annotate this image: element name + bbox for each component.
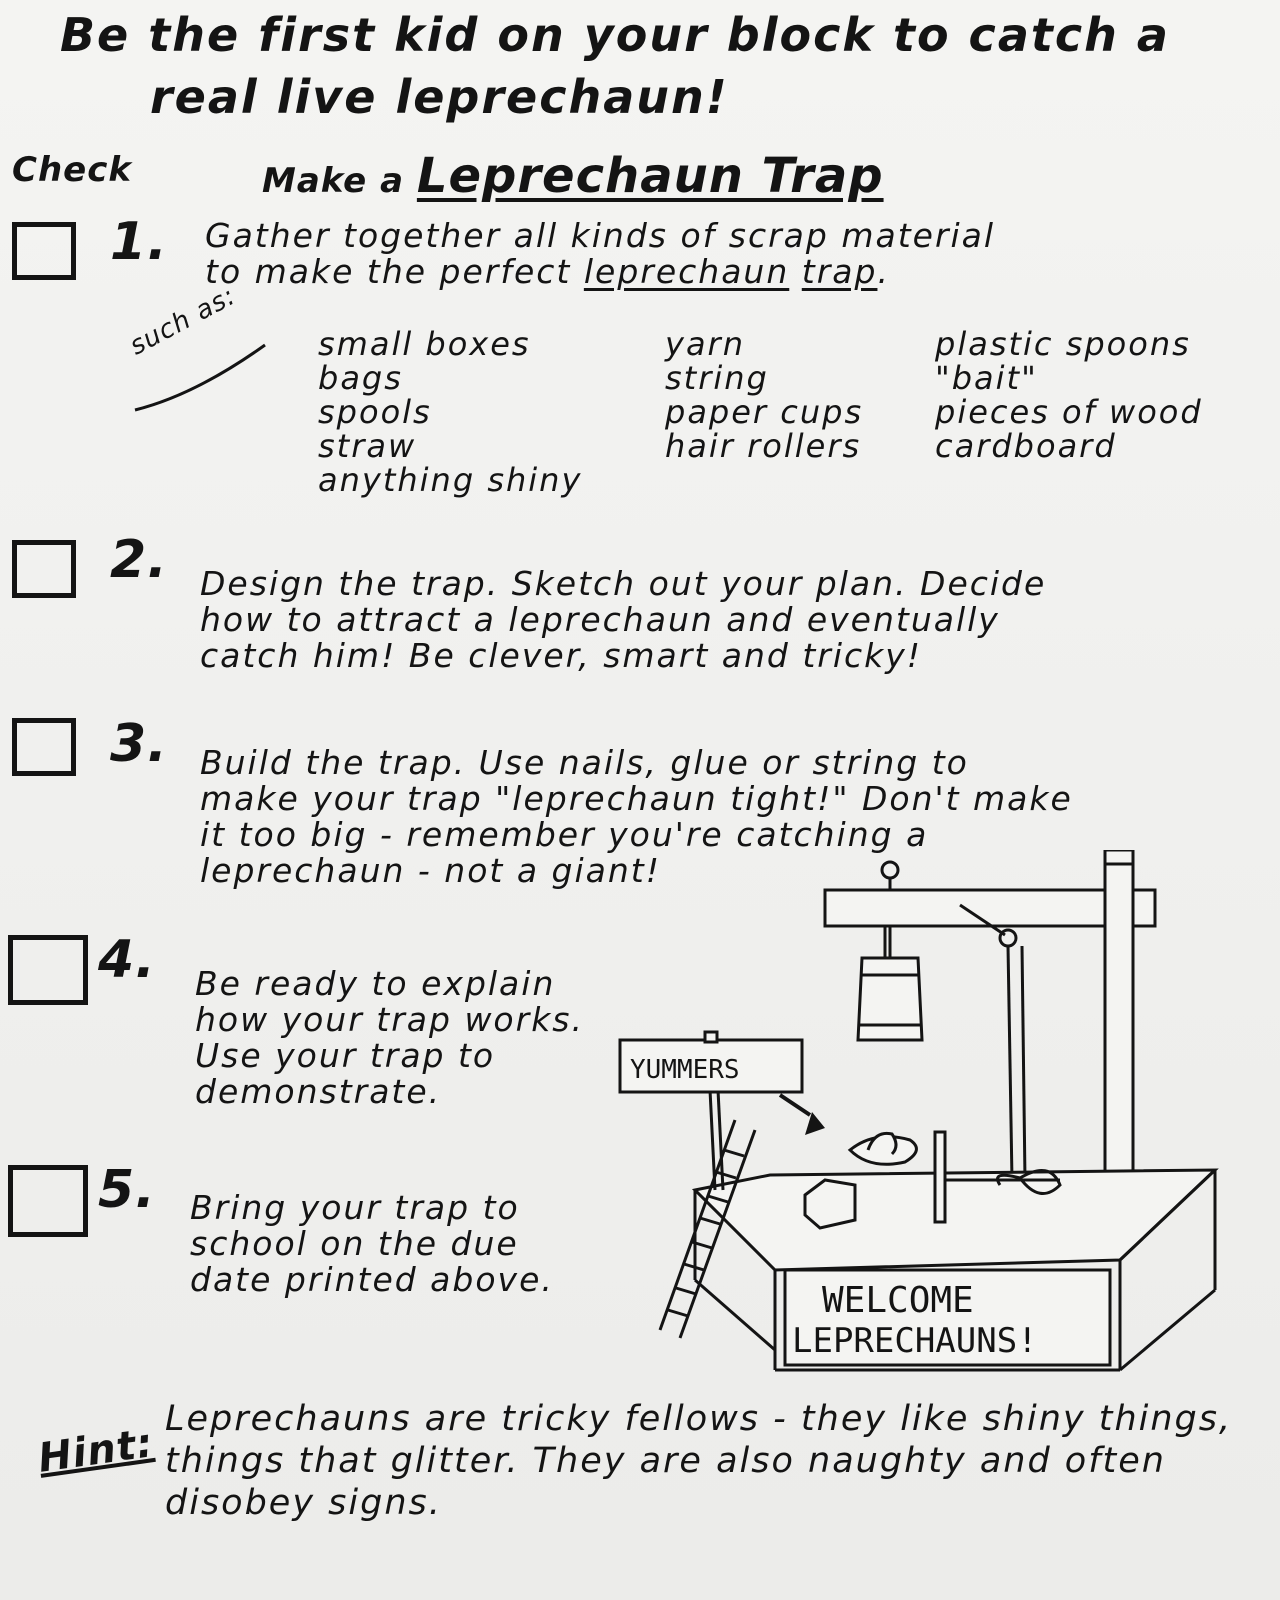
step-3-line-3: it too big - remember you're catching a bbox=[200, 815, 929, 854]
list-item: plastic spoons bbox=[935, 325, 1191, 363]
step-5-text: Bring your trap to school on the due dat… bbox=[190, 1190, 620, 1298]
list-item: bags bbox=[318, 359, 403, 397]
list-item: string bbox=[665, 359, 769, 397]
title-line-1: Be the first kid on your block to catch … bbox=[60, 8, 1170, 62]
step-5-line-1: Bring your trap to bbox=[190, 1188, 520, 1227]
step-1-line-2-pre: to make the perfect bbox=[205, 252, 584, 291]
list-item: yarn bbox=[665, 325, 745, 363]
section-heading: Make a Leprechaun Trap bbox=[262, 148, 884, 204]
list-item: pieces of wood bbox=[935, 393, 1203, 431]
list-item: "bait" bbox=[935, 359, 1038, 397]
arrow-head bbox=[805, 1112, 825, 1135]
title-line-2: real live leprechaun! bbox=[150, 70, 729, 124]
step-5-line-3: date printed above. bbox=[190, 1260, 554, 1299]
welcome-sign-board bbox=[783, 1268, 1112, 1367]
materials-column-2: yarn string paper cups hair rollers bbox=[665, 327, 863, 463]
step-1-text: Gather together all kinds of scrap mater… bbox=[205, 218, 1255, 290]
step-1-line-2-post: . bbox=[877, 252, 890, 291]
step-1-checkbox[interactable] bbox=[12, 222, 76, 280]
welcome-sign-line-2: LEPRECHAUNS! bbox=[792, 1321, 1038, 1361]
step-4-checkbox[interactable] bbox=[8, 935, 88, 1005]
materials-column-1: small boxes bags spools straw anything s… bbox=[318, 327, 582, 497]
step-2-line-3: catch him! Be clever, smart and tricky! bbox=[200, 636, 923, 675]
step-2-text: Design the trap. Sketch out your plan. D… bbox=[200, 566, 1260, 674]
step-4-line-1: Be ready to explain bbox=[195, 964, 556, 1003]
step-3-line-4: leprechaun - not a giant! bbox=[200, 851, 661, 890]
step-1-underline-trap: trap bbox=[801, 252, 878, 291]
materials-column-3: plastic spoons "bait" pieces of wood car… bbox=[935, 327, 1203, 463]
step-1-underline-leprechaun: leprechaun bbox=[583, 252, 790, 291]
list-item: straw bbox=[318, 427, 417, 465]
step-3-number: 3. bbox=[110, 714, 168, 774]
leprechaun-trap-illustration: YUMMERS WELCOME LEPRECHAUNS! bbox=[618, 850, 1219, 1372]
bucket bbox=[856, 956, 924, 1042]
step-5-checkbox[interactable] bbox=[8, 1165, 88, 1237]
step-2-line-2: how to attract a leprechaun and eventual… bbox=[200, 600, 1000, 639]
ladder-rail bbox=[658, 1119, 737, 1331]
hint-label: Hint: bbox=[35, 1420, 157, 1482]
such-as-curve bbox=[134, 343, 266, 412]
step-1-line-1: Gather together all kinds of scrap mater… bbox=[205, 216, 996, 255]
step-5-line-2: school on the due bbox=[190, 1224, 519, 1263]
list-item: anything shiny bbox=[318, 461, 583, 499]
step-3-checkbox[interactable] bbox=[12, 718, 76, 776]
hint-text: Leprechauns are tricky fellows - they li… bbox=[165, 1399, 1233, 1523]
step-3-line-2: make your trap "leprechaun tight!" Don't… bbox=[200, 779, 1073, 818]
step-3-text: Build the trap. Use nails, glue or strin… bbox=[200, 745, 1260, 889]
bait-box bbox=[803, 1178, 857, 1230]
welcome-sign-line-1: WELCOME bbox=[822, 1280, 974, 1321]
step-4-number: 4. bbox=[98, 930, 156, 990]
step-1-number: 1. bbox=[110, 212, 168, 272]
list-item: paper cups bbox=[665, 393, 864, 431]
step-4-line-3: Use your trap to bbox=[195, 1036, 496, 1075]
list-item: spools bbox=[318, 393, 432, 431]
right-post bbox=[1103, 850, 1135, 1222]
step-3-line-1: Build the trap. Use nails, glue or strin… bbox=[200, 743, 969, 782]
step-2-line-1: Design the trap. Sketch out your plan. D… bbox=[200, 564, 1047, 603]
list-item: hair rollers bbox=[665, 427, 862, 465]
step-4-text: Be ready to explain how your trap works.… bbox=[195, 966, 635, 1110]
trap-title: Leprechaun Trap bbox=[416, 148, 884, 204]
step-5-number: 5. bbox=[98, 1160, 156, 1220]
check-column-label: Check bbox=[12, 150, 132, 190]
crossbeam bbox=[823, 888, 1157, 928]
list-item: cardboard bbox=[935, 427, 1117, 465]
step-2-checkbox[interactable] bbox=[12, 540, 76, 598]
step-4-line-4: demonstrate. bbox=[195, 1072, 442, 1111]
make-prefix: Make a bbox=[262, 161, 405, 201]
yummers-sign-board bbox=[618, 1038, 804, 1094]
step-2-number: 2. bbox=[110, 530, 168, 590]
step-4-line-2: how your trap works. bbox=[195, 1000, 584, 1039]
step-1-line-2: to make the perfect leprechaun trap. bbox=[205, 254, 1255, 290]
list-item: small boxes bbox=[318, 325, 531, 363]
yummers-sign: YUMMERS bbox=[630, 1055, 740, 1085]
